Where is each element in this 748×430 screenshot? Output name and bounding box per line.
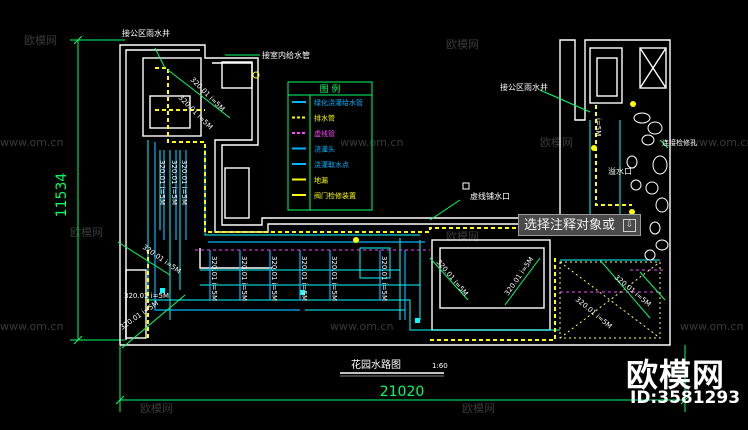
faint-watermark: 欧模网 (446, 38, 479, 51)
faint-watermark-url: www.om.cn (680, 320, 743, 333)
legend-label: 地漏 (314, 176, 328, 185)
slope-label: 320.01 i=5M (503, 256, 535, 297)
slope-label: 320.01 i=5M (158, 160, 166, 205)
rock-shapes (626, 112, 669, 261)
annotation-tooltip[interactable]: 选择注释对象或 ⇩ (518, 214, 641, 236)
watermark-brand: 欧模网 (626, 356, 726, 394)
leader-lines (117, 47, 669, 349)
slope-label: 320.01 i=5M (240, 256, 248, 301)
legend-label: 阀门检修装置 (314, 191, 356, 200)
legend-label: 虚线管 (314, 129, 335, 138)
faint-watermark: 欧模网 (446, 230, 479, 243)
legend-label: 绿化浇灌给水管 (314, 98, 363, 107)
label-inspection: 虚线铺水口 (470, 191, 510, 201)
slope-label: 320.01 i=5M (300, 256, 308, 301)
slope-label: 320.01 i=5M (124, 292, 169, 300)
faint-watermark: 欧模网 (24, 34, 57, 47)
inner-lines (147, 120, 660, 331)
slope-label: 320.01 i=5M (330, 256, 338, 301)
tooltip-text: 选择注释对象或 (524, 218, 616, 233)
drawing-title: 花园水路图 1:60 (340, 358, 448, 377)
legend-label: 浇灌头 (314, 145, 335, 154)
slope-label: 320.01 i=5M (180, 160, 188, 205)
label-indoor-drain: 接室内给水管 (262, 50, 310, 60)
dimension-lines (70, 35, 690, 412)
faint-watermark-url: www.om.cn (0, 136, 63, 149)
faint-watermark-url: www.om.cn (330, 320, 393, 333)
faint-watermark-url: www.om.cn (690, 136, 748, 149)
label-repair: 连接检修孔 (662, 138, 697, 147)
drain-pipes (147, 67, 632, 341)
faint-watermark: 欧模网 (70, 226, 103, 239)
hatch-area (559, 261, 661, 339)
download-icon[interactable]: ⇩ (623, 219, 636, 232)
slope-label: 320.01 i=5M (119, 299, 160, 331)
slope-label: 320.01 i=5M (170, 160, 178, 205)
dimension-height: 11534 (54, 173, 70, 218)
legend-label: 浇灌取水点 (314, 160, 349, 169)
slope-label: 320.01 i=5M (270, 256, 278, 301)
slope-label: 320.01 i=5M (210, 256, 218, 301)
watermark-id: ID:3581293 (630, 388, 741, 408)
label-overflow: 溢水口 (608, 166, 632, 176)
magenta-lines (195, 249, 665, 293)
legend-title: 图 例 (320, 83, 341, 95)
dimension-width: 21020 (380, 384, 425, 400)
water-pipes (154, 142, 425, 320)
slope-label: i=5M (594, 118, 602, 136)
drawing-title-text: 花园水路图 (351, 358, 401, 371)
faint-watermark-url: www.om.cn (0, 320, 63, 333)
drawing-scale: 1:60 (432, 362, 448, 370)
faint-watermark: 欧模网 (540, 136, 573, 149)
faint-watermark: 欧模网 (140, 402, 173, 415)
legend-label: 排水管 (314, 114, 335, 123)
slope-label: 320.01 i=5M (574, 295, 614, 330)
label-rain-left: 接公区雨水井 (122, 28, 170, 38)
walls (119, 39, 671, 346)
label-rain-right: 接公区雨水井 (500, 82, 548, 92)
markers (160, 71, 636, 323)
slope-label: 320.01 i=5M (380, 256, 388, 301)
faint-watermark: 欧模网 (462, 402, 495, 415)
